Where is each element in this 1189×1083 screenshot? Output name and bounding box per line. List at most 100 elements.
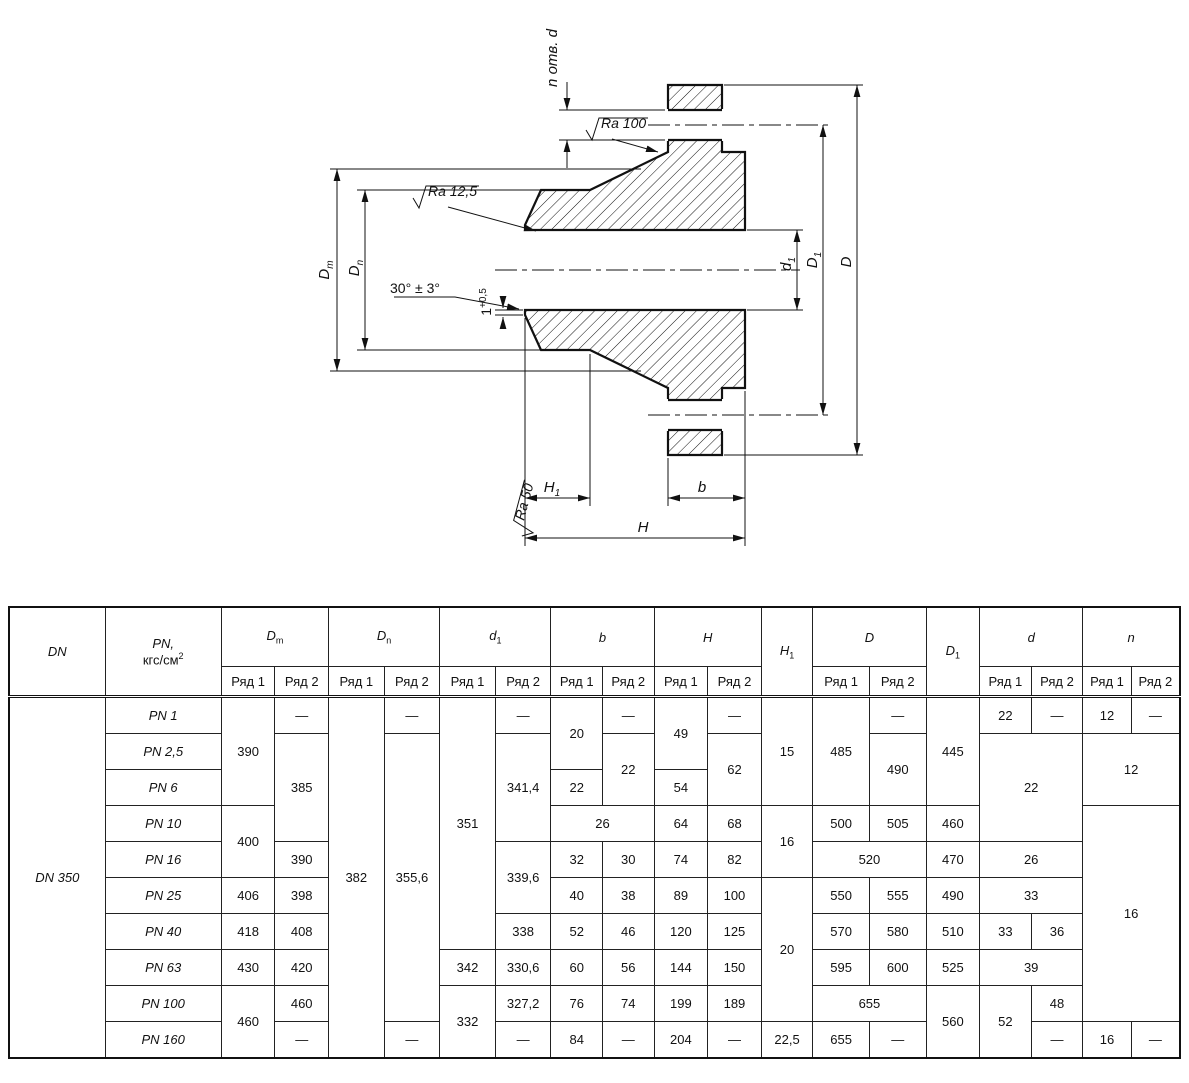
cell-dn: DN 350	[8, 696, 106, 1059]
table-row: PN 10 400 26 64 68 16 500 505 460 16	[9, 805, 1181, 1022]
roughness-end-label: Ra 50	[511, 481, 536, 521]
cell: 355,6	[383, 733, 441, 1022]
angle-leader	[394, 296, 520, 311]
cell: —	[383, 696, 441, 734]
cell: 20	[760, 877, 814, 1022]
cell-pn: PN 100	[104, 985, 222, 1022]
table-row: PN 63 430 420 342 330,6 60 56 144 150 59…	[9, 949, 1180, 986]
cell: 48	[1030, 985, 1084, 1022]
cell: 550	[812, 877, 870, 914]
cell: 32	[550, 841, 603, 878]
cell: 100	[707, 877, 762, 914]
table-row: PN 16 390 339,6 32 30 74 82 520 470 26	[9, 841, 1180, 914]
cell: 338	[494, 913, 552, 950]
dim-dbig-label: D	[838, 256, 855, 267]
cell: 16	[760, 805, 814, 878]
cell-pn: PN 6	[104, 769, 222, 806]
cell: 38	[602, 877, 655, 914]
cell: 74	[602, 985, 655, 1022]
cell: —	[1130, 696, 1181, 734]
cell: 418	[220, 913, 276, 950]
cell: 400	[220, 805, 276, 878]
cell: —	[868, 696, 927, 734]
ra125-leader	[447, 206, 537, 232]
dim-b	[667, 391, 746, 546]
cell: 36	[1030, 913, 1084, 950]
cell: 39	[979, 949, 1084, 986]
cell: —	[383, 1021, 441, 1059]
cell: 510	[925, 913, 981, 950]
table-row: PN 160 — — — 84 — 204 — 22,5 655 — — 16 …	[9, 1021, 1181, 1059]
header-n: n	[1082, 606, 1181, 667]
dim-dn-extensions	[357, 189, 543, 351]
bolt-hole-top-walls	[668, 108, 722, 142]
cell: 406	[220, 877, 276, 914]
cell: 20	[550, 696, 603, 770]
cell-pn: PN 63	[104, 949, 222, 986]
cell: 22	[602, 733, 655, 806]
subheader-row2: Ряд 2	[1030, 666, 1084, 698]
ra100-leader	[611, 138, 659, 153]
flange-lower-half	[523, 308, 747, 457]
cell: 390	[220, 696, 276, 806]
subheader-row1: Ряд 1	[220, 666, 276, 698]
cell: 76	[550, 985, 603, 1022]
cell: —	[1030, 696, 1084, 734]
dim-dm	[330, 168, 641, 372]
cell: 342	[439, 949, 496, 986]
chamfer-angle-label: 30° ± 3°	[390, 280, 440, 296]
dim-dbig-extensions	[724, 84, 863, 456]
header-dbig1: D1	[925, 606, 981, 698]
table-row: PN 6 22 54	[9, 769, 1180, 806]
cell: 22	[979, 733, 1084, 842]
cell: 505	[868, 805, 927, 842]
cell: —	[1030, 1021, 1084, 1059]
dim-dbig1-label: D1	[804, 252, 824, 268]
header-h: H	[653, 606, 762, 667]
dim-land	[495, 296, 523, 329]
cell: 189	[707, 985, 762, 1022]
cell-pn: PN 2,5	[104, 733, 222, 770]
cell: —	[707, 1021, 762, 1059]
cell: —	[494, 1021, 552, 1059]
cell: 351	[439, 696, 496, 950]
cell: 144	[653, 949, 709, 986]
dimensions	[330, 82, 863, 546]
cell: 150	[707, 949, 762, 986]
subheader-row1: Ряд 1	[439, 666, 496, 698]
header-dm: Dm	[220, 606, 330, 667]
cell: —	[602, 1021, 655, 1059]
cell-pn: PN 40	[104, 913, 222, 950]
header-dn: DN	[8, 606, 106, 698]
header-d1: d1	[439, 606, 552, 667]
cell-pn: PN 16	[104, 841, 222, 878]
cell: 332	[439, 985, 496, 1059]
cell: 16	[1082, 1021, 1132, 1059]
cell: 64	[653, 805, 709, 842]
cell: 408	[274, 913, 329, 950]
cell: 120	[653, 913, 709, 950]
header-pn: PN,кгс/см2	[104, 606, 222, 698]
dim-h1-extensions	[524, 318, 591, 546]
cell: 595	[812, 949, 870, 986]
roughness-top-label: Ra 100	[601, 115, 646, 131]
dim-d1-label: d1	[778, 257, 798, 271]
table-row: PN 40 418 408 338 52 46 120 125 570 580 …	[9, 913, 1180, 950]
table-row: PN 2,5 385 355,6 341,4 22 62 490 22 12	[9, 733, 1181, 1022]
centerlines	[495, 124, 832, 416]
header-dsmall: d	[979, 606, 1084, 667]
subheader-row2: Ряд 2	[274, 666, 329, 698]
dim-b-label: b	[698, 479, 706, 496]
cell: 16	[1082, 805, 1181, 1022]
dim-holes	[559, 82, 665, 168]
dim-dm-extensions	[330, 168, 641, 372]
cell: 525	[925, 949, 981, 986]
subheader-row1: Ряд 1	[1082, 666, 1132, 698]
cell: 420	[274, 949, 329, 986]
cell: 655	[812, 1021, 870, 1059]
subheader-row2: Ряд 2	[1130, 666, 1181, 698]
header-dn-col: Dn	[327, 606, 441, 667]
header-dbig: D	[812, 606, 927, 667]
cell: 490	[868, 733, 927, 806]
